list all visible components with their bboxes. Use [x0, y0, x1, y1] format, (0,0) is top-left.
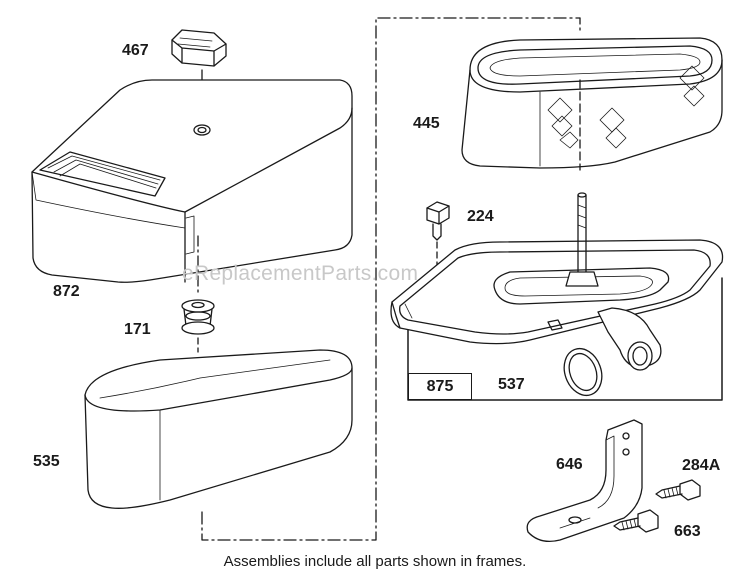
- label-872: 872: [53, 283, 80, 300]
- label-537: 537: [498, 376, 525, 393]
- precleaner-part-535: [84, 349, 353, 509]
- grommet-part-171: [181, 299, 215, 335]
- knob-part-467: [171, 29, 227, 67]
- frame-dashed-assembly: [201, 17, 581, 541]
- frame-base-assembly: [407, 277, 723, 401]
- base-part-875: [390, 192, 724, 371]
- label-445: 445: [413, 115, 440, 132]
- label-535: 535: [33, 453, 60, 470]
- bracket-part-646: [526, 419, 643, 543]
- filter-part-445: [461, 37, 723, 169]
- footnote-text: Assemblies include all parts shown in fr…: [223, 553, 527, 570]
- watermark-text: eReplacementParts.com: [182, 262, 419, 285]
- label-467: 467: [122, 42, 149, 59]
- label-875-box: 875: [408, 373, 472, 400]
- screw-part-284A: [655, 479, 701, 501]
- screw-part-224: [426, 201, 450, 241]
- label-284A: 284A: [682, 457, 721, 474]
- label-875: 875: [426, 377, 454, 395]
- cover-part-872: [31, 79, 353, 283]
- label-224: 224: [467, 208, 494, 225]
- oring-part-537: [563, 347, 603, 397]
- label-171: 171: [124, 321, 151, 338]
- screw-part-663: [613, 509, 659, 533]
- label-663: 663: [674, 523, 701, 540]
- label-646: 646: [556, 456, 583, 473]
